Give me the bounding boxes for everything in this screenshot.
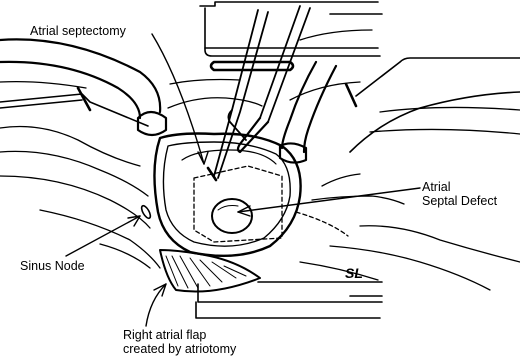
inferior-caval-cannula [280, 62, 336, 163]
retractor-bottom [196, 282, 382, 318]
label-atrial-septal-defect: Atrial Septal Defect [422, 180, 497, 208]
atrial-septal-defect [212, 199, 252, 233]
label-atrial-septectomy: Atrial septectomy [30, 24, 126, 38]
sinus-node [140, 204, 152, 219]
label-sinus-node: Sinus Node [20, 259, 85, 273]
right-atrial-flap [160, 250, 260, 292]
right-snare [346, 58, 520, 152]
label-right-atrial-flap: Right atrial flap created by atriotomy [123, 328, 236, 356]
artist-signature: SL [345, 266, 363, 280]
